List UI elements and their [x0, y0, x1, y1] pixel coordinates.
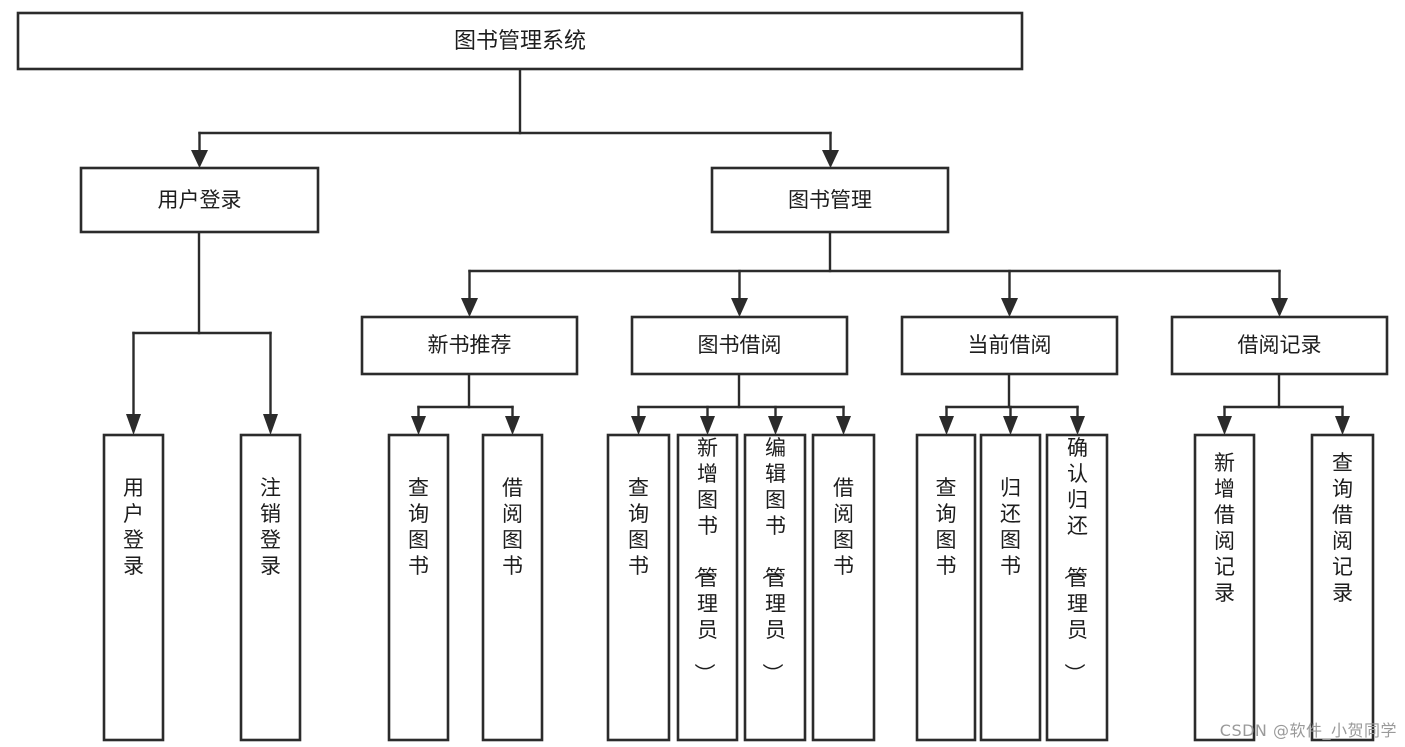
node-leaf-logout-label: 注销登录	[260, 476, 281, 578]
node-new-book-recommend-label: 新书推荐	[428, 333, 512, 357]
node-user-login[interactable]: 用户登录	[79, 166, 320, 234]
node-leaf-add-record[interactable]: 新增借阅记录	[1193, 433, 1256, 742]
arrowhead-leaf-querybook-2	[631, 416, 646, 435]
node-leaf-add-book-label: 新增图书（管理员）	[692, 436, 718, 684]
node-root[interactable]: 图书管理系统	[16, 11, 1024, 71]
arrowhead-leaf-querybook-3	[939, 416, 954, 435]
node-leaf-query-record-box[interactable]	[1310, 433, 1375, 742]
arrowhead-newbook	[461, 298, 478, 317]
node-book-management-box[interactable]	[710, 166, 950, 234]
node-leaf-return-book[interactable]: 归还图书	[979, 433, 1042, 742]
node-leaf-user-login[interactable]: 用户登录	[102, 433, 165, 742]
node-root-box[interactable]	[16, 11, 1024, 71]
node-leaf-query-book-2[interactable]: 查询图书	[606, 433, 671, 742]
node-current-borrow-box[interactable]	[900, 315, 1119, 376]
node-leaf-confirm-return[interactable]: 确认归还（管理员）	[1045, 433, 1109, 742]
arrowhead-record	[1271, 298, 1288, 317]
node-borrow-record-box[interactable]	[1170, 315, 1389, 376]
node-leaf-borrow-book-1-label: 借阅图书	[502, 476, 523, 578]
node-current-borrow[interactable]: 当前借阅	[900, 315, 1119, 376]
node-new-book-recommend-box[interactable]	[360, 315, 579, 376]
node-leaf-edit-book-box[interactable]	[743, 433, 807, 742]
arrowhead-current	[1001, 298, 1018, 317]
arrowhead-userlogin	[191, 150, 208, 168]
node-leaf-logout-box[interactable]	[239, 433, 302, 742]
node-leaf-user-login-box[interactable]	[102, 433, 165, 742]
node-book-management[interactable]: 图书管理	[710, 166, 950, 234]
node-current-borrow-label: 当前借阅	[968, 333, 1052, 357]
arrowhead-leaf-addrecord	[1217, 416, 1232, 435]
node-leaf-add-book-box[interactable]	[676, 433, 739, 742]
node-leaf-borrow-book-2-box[interactable]	[811, 433, 876, 742]
node-leaf-query-book-1-box[interactable]	[387, 433, 450, 742]
arrowhead-leaf-logout	[263, 414, 278, 435]
node-book-borrow[interactable]: 图书借阅	[630, 315, 849, 376]
node-root-label: 图书管理系统	[454, 29, 586, 54]
node-leaf-borrow-book-1[interactable]: 借阅图书	[481, 433, 544, 742]
node-leaf-query-book-3-label: 查询图书	[936, 476, 957, 578]
node-leaf-return-book-box[interactable]	[979, 433, 1042, 742]
node-leaf-borrow-book-2[interactable]: 借阅图书	[811, 433, 876, 742]
node-leaf-add-record-box[interactable]	[1193, 433, 1256, 742]
node-leaf-query-record[interactable]: 查询借阅记录	[1310, 433, 1375, 742]
node-leaf-add-book[interactable]: 新增图书（管理员）	[676, 433, 739, 742]
arrowhead-leaf-editbook	[768, 416, 783, 435]
node-leaf-query-book-3-box[interactable]	[915, 433, 977, 742]
node-leaf-user-login-label: 用户登录	[123, 476, 144, 578]
arrowhead-borrow	[731, 298, 748, 317]
node-user-login-box[interactable]	[79, 166, 320, 234]
node-book-management-label: 图书管理	[788, 188, 872, 212]
arrowhead-leaf-querybook-1	[411, 416, 426, 435]
node-leaf-add-record-label: 新增借阅记录	[1214, 451, 1235, 605]
node-leaf-query-book-3[interactable]: 查询图书	[915, 433, 977, 742]
node-leaf-confirm-return-label: 确认归还（管理员）	[1062, 436, 1088, 684]
node-leaf-logout[interactable]: 注销登录	[239, 433, 302, 742]
node-user-login-label: 用户登录	[158, 188, 242, 212]
arrowhead-leaf-returnbook	[1003, 416, 1018, 435]
node-leaf-borrow-book-1-box[interactable]	[481, 433, 544, 742]
arrowhead-leaf-addbook	[700, 416, 715, 435]
node-leaf-return-book-label: 归还图书	[1000, 476, 1021, 578]
node-leaf-query-book-1[interactable]: 查询图书	[387, 433, 450, 742]
node-leaf-query-book-2-box[interactable]	[606, 433, 671, 742]
csdn-watermark: CSDN @软件_小贺同学	[1219, 721, 1397, 740]
node-borrow-record-label: 借阅记录	[1238, 333, 1322, 357]
node-borrow-record[interactable]: 借阅记录	[1170, 315, 1389, 376]
connector-layer	[126, 67, 1350, 435]
node-leaf-query-book-1-label: 查询图书	[408, 476, 429, 578]
node-book-borrow-box[interactable]	[630, 315, 849, 376]
node-new-book-recommend[interactable]: 新书推荐	[360, 315, 579, 376]
arrowhead-bookmgmt	[822, 150, 839, 168]
node-leaf-edit-book-label: 编辑图书（管理员）	[760, 436, 786, 684]
arrowhead-leaf-queryrecord	[1335, 416, 1350, 435]
arrowhead-leaf-borrowbook-1	[505, 416, 520, 435]
arrowhead-leaf-confirmreturn	[1070, 416, 1085, 435]
node-leaf-confirm-return-box[interactable]	[1045, 433, 1109, 742]
node-book-borrow-label: 图书借阅	[698, 333, 782, 357]
arrowhead-leaf-borrowbook-2	[836, 416, 851, 435]
node-leaf-query-book-2-label: 查询图书	[628, 476, 649, 578]
node-leaf-edit-book[interactable]: 编辑图书（管理员）	[743, 433, 807, 742]
node-leaf-borrow-book-2-label: 借阅图书	[833, 476, 854, 578]
node-leaf-query-record-label: 查询借阅记录	[1332, 451, 1353, 605]
arrowhead-leaf-userlogin	[126, 414, 141, 435]
